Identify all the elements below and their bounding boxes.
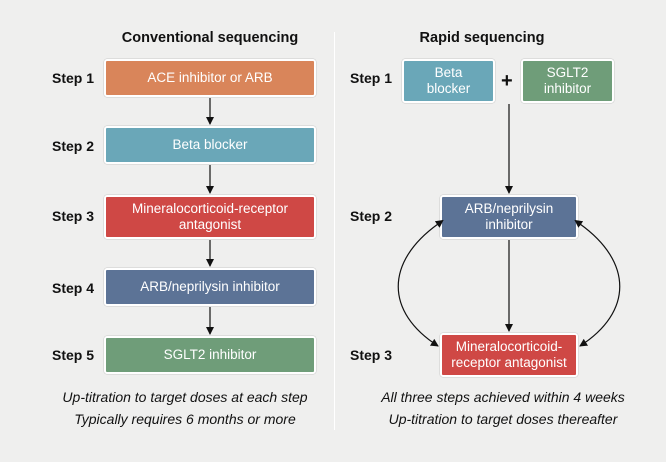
right-note: All three steps achieved within 4 weeks … [340, 386, 666, 430]
right-step-3-label: Step 3 [350, 347, 393, 363]
rapid-heading: Rapid sequencing [419, 30, 545, 46]
left-step-1-label: Step 1 [52, 70, 95, 86]
right-sglt2-box: SGLT2 inhibitor [521, 59, 614, 103]
column-divider [334, 32, 335, 430]
left-step-2-label: Step 2 [52, 138, 95, 154]
left-mra-box: Mineralocorticoid-receptor antagonist [104, 195, 316, 239]
arrow-right-right-curve [574, 219, 621, 347]
left-beta-blocker-box: Beta blocker [104, 126, 316, 164]
conventional-heading: Conventional sequencing [121, 30, 299, 46]
right-arni-box: ARB/neprilysin inhibitor [440, 195, 578, 239]
right-mra-box: Mineralocorticoid- receptor antagonist [440, 333, 578, 377]
left-note-line-2: Typically requires 6 months or more [74, 411, 296, 427]
left-step-5-label: Step 5 [52, 347, 95, 363]
ace-inhibitor-or-arb-box: ACE inhibitor or ARB [104, 59, 316, 97]
right-note-line-2: Up-titration to target doses thereafter [388, 411, 618, 427]
left-note-line-1: Up-titration to target doses at each ste… [62, 389, 308, 405]
plus-sign: + [501, 70, 513, 92]
right-beta-blocker-box: Beta blocker [402, 59, 495, 103]
left-arni-box: ARB/neprilysin inhibitor [104, 268, 316, 306]
right-step-2-label: Step 2 [350, 208, 393, 224]
right-note-line-1: All three steps achieved within 4 weeks [381, 389, 625, 405]
left-step-3-label: Step 3 [52, 208, 95, 224]
left-step-4-label: Step 4 [52, 280, 95, 296]
right-step-1-label: Step 1 [350, 70, 393, 86]
left-note: Up-titration to target doses at each ste… [30, 386, 340, 430]
left-sglt2-box: SGLT2 inhibitor [104, 336, 316, 374]
arrow-right-left-curve [397, 219, 444, 347]
